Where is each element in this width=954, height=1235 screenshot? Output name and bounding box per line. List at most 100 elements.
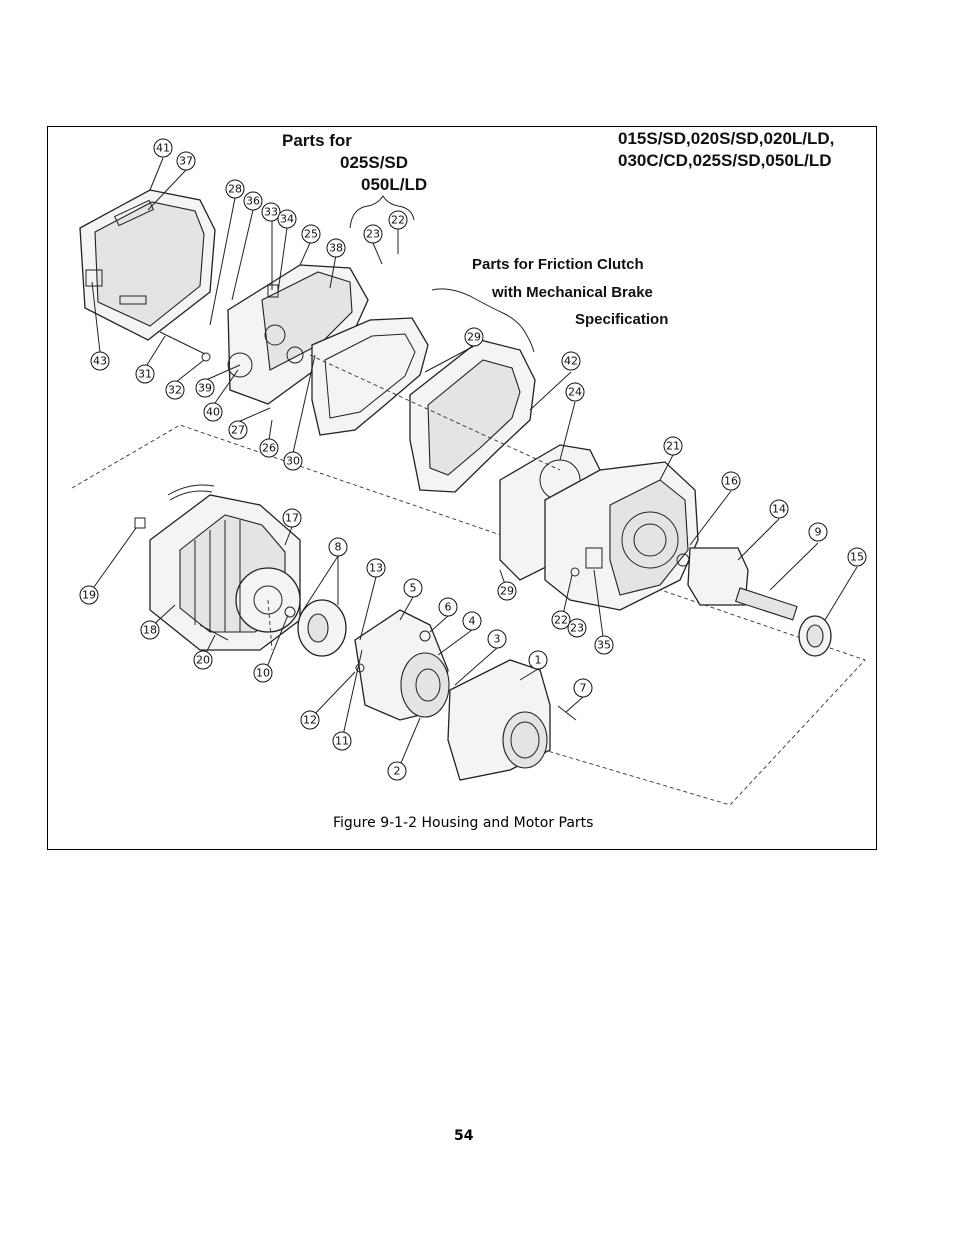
heading-models-line1: 015S/SD,020S/SD,020L/LD, — [618, 129, 835, 148]
callout-label: 13 — [369, 562, 383, 575]
bracket-top — [349, 195, 415, 229]
callout-label: 41 — [156, 142, 170, 155]
callout-label: 37 — [179, 155, 193, 168]
callout-22: 22 — [551, 610, 571, 630]
alignment-line-2 — [267, 599, 273, 651]
callout-label: 4 — [469, 615, 476, 628]
callout-label: 34 — [280, 213, 294, 226]
callout-label: 28 — [228, 183, 242, 196]
callout-label: 33 — [264, 206, 278, 219]
callout-label: 3 — [494, 633, 501, 646]
callout-label: 6 — [445, 601, 452, 614]
heading-specification: Specification — [575, 311, 669, 328]
callout-label: 31 — [138, 368, 152, 381]
callout-12: 12 — [300, 710, 320, 730]
callout-11: 11 — [332, 731, 352, 751]
callout-17: 17 — [282, 508, 302, 528]
callout-16: 16 — [721, 471, 741, 491]
callout-18: 18 — [140, 620, 160, 640]
callout-label: 22 — [391, 214, 405, 227]
callout-29: 29 — [464, 327, 484, 347]
heading-models-line2: 030C/CD,025S/SD,050L/LD — [618, 151, 832, 170]
fan-assembly — [354, 609, 450, 721]
callout-label: 12 — [303, 714, 317, 727]
callout-label: 9 — [815, 526, 822, 539]
callout-label: 42 — [564, 355, 578, 368]
callout-26: 26 — [259, 438, 279, 458]
callout-6: 6 — [438, 597, 458, 617]
callout-27: 27 — [228, 420, 248, 440]
callout-label: 17 — [285, 512, 299, 525]
callout-label: 23 — [366, 228, 380, 241]
callout-label: 30 — [286, 455, 300, 468]
callout-label: 18 — [143, 624, 157, 637]
heading-mechanical-brake: with Mechanical Brake — [492, 284, 653, 301]
callout-label: 27 — [231, 424, 245, 437]
callout-14: 14 — [769, 499, 789, 519]
callout-label: 7 — [580, 682, 587, 695]
callout-label: 29 — [467, 331, 481, 344]
callout-23: 23 — [567, 618, 587, 638]
gear-housing — [544, 461, 699, 611]
page-number: 54 — [454, 1128, 474, 1144]
callout-label: 29 — [500, 585, 514, 598]
heading-parts-for-025s: 025S/SD — [340, 153, 409, 172]
callout-41: 41 — [153, 138, 173, 158]
figure-frame — [47, 126, 877, 850]
callout-label: 26 — [262, 442, 276, 455]
callout-label: 23 — [570, 622, 584, 635]
callout-32: 32 — [165, 380, 185, 400]
callout-42: 42 — [561, 351, 581, 371]
callout-35: 35 — [594, 635, 614, 655]
callout-label: 20 — [196, 654, 210, 667]
callout-label: 40 — [206, 406, 220, 419]
callout-38: 38 — [326, 238, 346, 258]
bracket-friction — [431, 288, 535, 353]
fan-shroud — [447, 659, 551, 781]
callout-10: 10 — [253, 663, 273, 683]
callout-43: 43 — [90, 351, 110, 371]
callout-label: 14 — [772, 503, 786, 516]
heading-parts-for: Parts for — [282, 131, 352, 150]
callout-8: 8 — [328, 537, 348, 557]
callout-label: 16 — [724, 475, 738, 488]
main-housing — [227, 264, 369, 405]
callout-3: 3 — [487, 629, 507, 649]
callout-30: 30 — [283, 451, 303, 471]
callout-19: 19 — [79, 585, 99, 605]
callout-label: 5 — [410, 582, 417, 595]
callout-label: 8 — [335, 541, 342, 554]
callout-label: 19 — [82, 589, 96, 602]
callout-29: 29 — [497, 581, 517, 601]
callout-label: 2 — [394, 765, 401, 778]
alignment-line-1 — [309, 354, 561, 471]
callout-label: 43 — [93, 355, 107, 368]
heading-parts-for-050l: 050L/LD — [361, 175, 428, 194]
callout-label: 32 — [168, 384, 182, 397]
callout-label: 21 — [666, 440, 680, 453]
assembly-guide-outline — [71, 424, 866, 806]
screw-7 — [557, 705, 577, 721]
callout-label: 10 — [256, 667, 270, 680]
callout-label: 11 — [335, 735, 349, 748]
callout-33: 33 — [261, 202, 281, 222]
callout-label: 22 — [554, 614, 568, 627]
callout-15: 15 — [847, 547, 867, 567]
callout-39: 39 — [195, 378, 215, 398]
callout-31: 31 — [135, 364, 155, 384]
figure-caption: Figure 9-1-2 Housing and Motor Parts — [333, 815, 594, 831]
leader-lines — [88, 157, 858, 771]
callout-label: 38 — [329, 242, 343, 255]
callout-24: 24 — [565, 382, 585, 402]
callout-21: 21 — [663, 436, 683, 456]
callout-20: 20 — [193, 650, 213, 670]
callout-label: 39 — [198, 382, 212, 395]
callout-40: 40 — [203, 402, 223, 422]
bolt-31 — [159, 331, 206, 355]
callout-13: 13 — [366, 558, 386, 578]
callout-2: 2 — [387, 761, 407, 781]
rotor-shaft — [676, 547, 798, 621]
spacer-frame — [409, 339, 536, 493]
callout-label: 35 — [597, 639, 611, 652]
